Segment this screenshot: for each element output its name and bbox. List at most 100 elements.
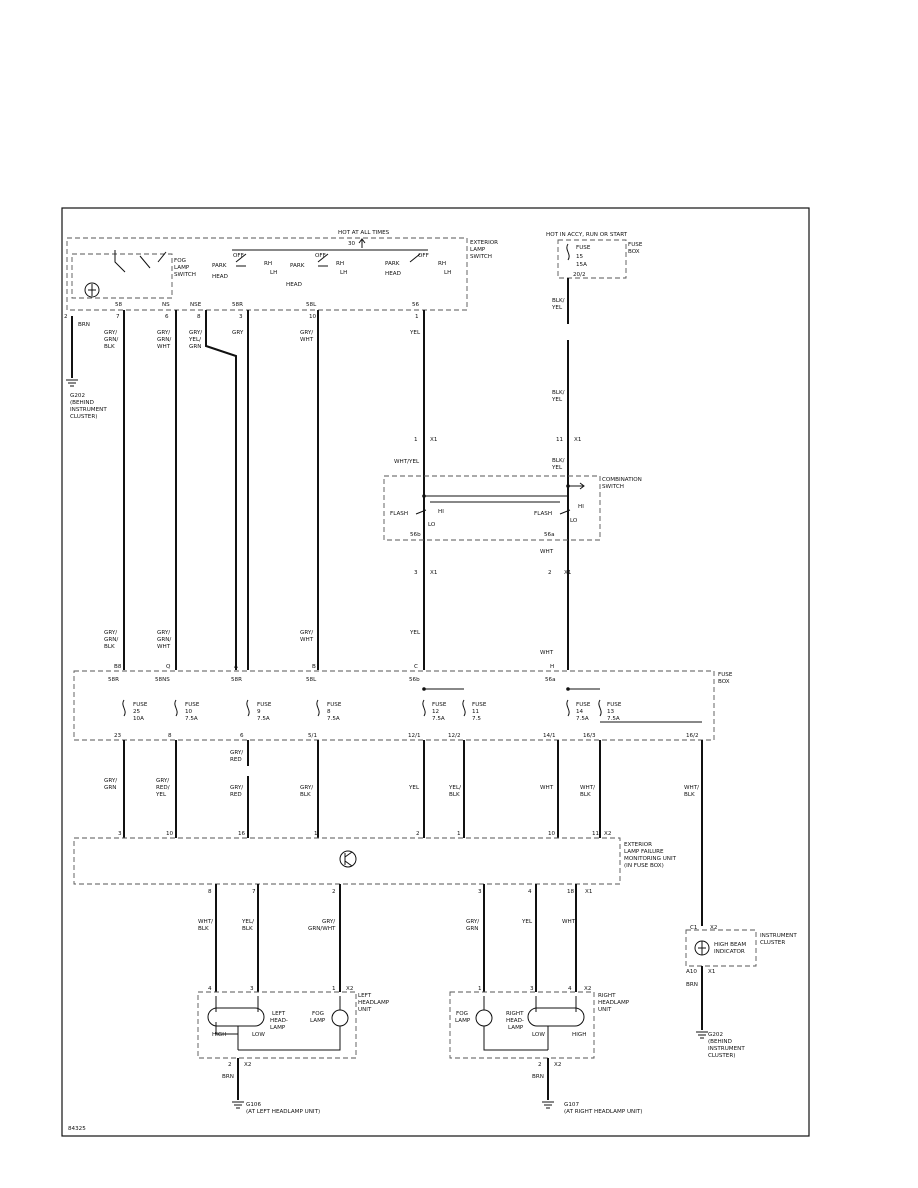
connector-x1-label: X1 [574,437,582,443]
wire-color-label: YEL [551,305,563,311]
switch-lh-label: LH [444,270,451,276]
switch-rh-label: RH [438,261,446,267]
connector-x2-label: X2 [244,1062,251,1068]
wire-color-label: BRN [532,1074,544,1080]
wire-color-label: YEL [409,330,421,336]
fog-lamp-switch-label: LAMP [174,265,190,271]
headlamp-switch-contacts [235,253,421,267]
monitoring-unit-pin: 11 [592,831,600,837]
low-beam-label: LOW [532,1032,545,1038]
fuse-10-label: FUSE [185,702,200,708]
instrument-cluster-label: INSTRUMENT [760,933,797,939]
connector-x1-label: X1 [708,969,716,975]
right-fog-lamp-label: LAMP [455,1018,471,1024]
fuse-11-label: 7.5 [472,716,481,722]
fuse-box-terminal: 58NS [155,677,170,683]
high-beam-label: HIGH [572,1032,586,1038]
junction-dot [422,687,426,691]
fuse-box-pin: 6 [240,733,244,739]
right-headlamp-internal [483,996,577,1051]
switch-pin-label: 3 [239,314,243,320]
wire-color-label: YEL/ [241,919,254,925]
diagram-frame [61,207,810,1137]
left-headlamp-internal [215,996,341,1051]
wire-lower [123,740,703,926]
fuse-box-terminal: 58R [231,677,242,683]
switch-terminal-label: NS [162,302,170,308]
fuse-box-label: BOX [718,679,730,685]
ground-icon [696,1031,708,1039]
switch-pin-label: 2 [64,314,68,320]
fuse-15-label: 15 [576,254,584,260]
fuse-box-label: FUSE [718,672,733,678]
fuse-12-label: FUSE [432,702,447,708]
ground-g202-label: (BEHIND [708,1039,732,1045]
wire-color-label: WHT [157,344,171,350]
fuse-box-pin: A [234,664,238,670]
instrument-cluster-box [685,929,757,967]
wire-color-label: RED [230,792,242,798]
headlamp-pin: 4 [208,986,212,992]
headlamp-pin: 1 [478,986,482,992]
fuse-14-label: FUSE [576,702,591,708]
switch-terminal-label: 58R [232,302,243,308]
wire-color-label: YEL [551,397,563,403]
connector-pin-label: 2 [548,570,552,576]
fog-lamp-switch-box [71,253,173,299]
connector-pin-label: 11 [556,437,564,443]
fuse-13-label: FUSE [607,702,622,708]
monitoring-unit-pin: 18 [567,889,575,895]
flash-label: FLASH [390,511,408,517]
junction-dot [566,687,570,691]
lo-label: LO [428,522,436,528]
wire-color-label: GRY/ [300,785,313,791]
wire-color-label: GRY/ [104,630,117,636]
fuse-15-terminal: 20/2 [573,272,586,278]
headlamp-pin: 2 [228,1062,232,1068]
wire-color-label: BLK [198,926,209,932]
wire-color-label: WHT/ [198,919,213,925]
wire-color-label: WHT/ [684,785,699,791]
switch-head-label: HEAD [212,274,228,280]
monitoring-unit-pin: 10 [548,831,556,837]
right-headlamp-lamp-label: RIGHT [506,1011,524,1017]
transistor-icon [344,851,353,867]
fuse-box-pin: 16/3 [583,733,596,739]
wire-color-label: YEL [551,465,563,471]
fuse-12-label: 7.5A [432,716,445,722]
hi-label: HI [438,509,444,515]
switch-off-label: OFF [233,253,244,259]
right-headlamp-unit [449,991,595,1059]
wire-color-label: BLK [300,792,311,798]
wire-color-label: WHT [300,337,314,343]
monitoring-unit-pin: 1 [314,831,318,837]
left-headlamp-lamp-label: LAMP [270,1025,286,1031]
wire-color-label: GRY/ [230,750,243,756]
headlamp-pin: 1 [332,986,336,992]
wire-color-label: GRN/WHT [308,926,336,932]
wire-color-label: YEL [409,630,421,636]
exterior-lamp-switch-label: EXTERIOR [470,240,498,246]
fuse-25-label: 10A [133,716,144,722]
wire-color-label: GRY [232,330,244,336]
fuse-13-label: 7.5A [607,716,620,722]
headlamp-pin: 3 [250,986,254,992]
connector-x1-label: X1 [585,889,593,895]
fuse-box-pin: C [414,664,418,670]
monitoring-unit-label: EXTERIOR [624,842,652,848]
wire-color-label: WHT [540,549,554,555]
fuse-box-top-label: FUSE [628,242,643,248]
terminal-56a-label: 56a [544,532,555,538]
junction-dot [566,484,570,488]
diagram-id: 84325 [68,1126,86,1132]
fuse-9-label: FUSE [257,702,272,708]
fuse-8-label: 7.5A [327,716,340,722]
switch-terminal-label: 56 [412,302,420,308]
exterior-lamp-switch-box [66,237,468,311]
wire-color-label: GRY/ [189,330,202,336]
fuse-box-pin: 14/1 [543,733,556,739]
ground-g202-label: INSTRUMENT [70,407,107,413]
connector-x2-label: X2 [346,986,353,992]
wire-color-label: GRY/ [300,330,313,336]
